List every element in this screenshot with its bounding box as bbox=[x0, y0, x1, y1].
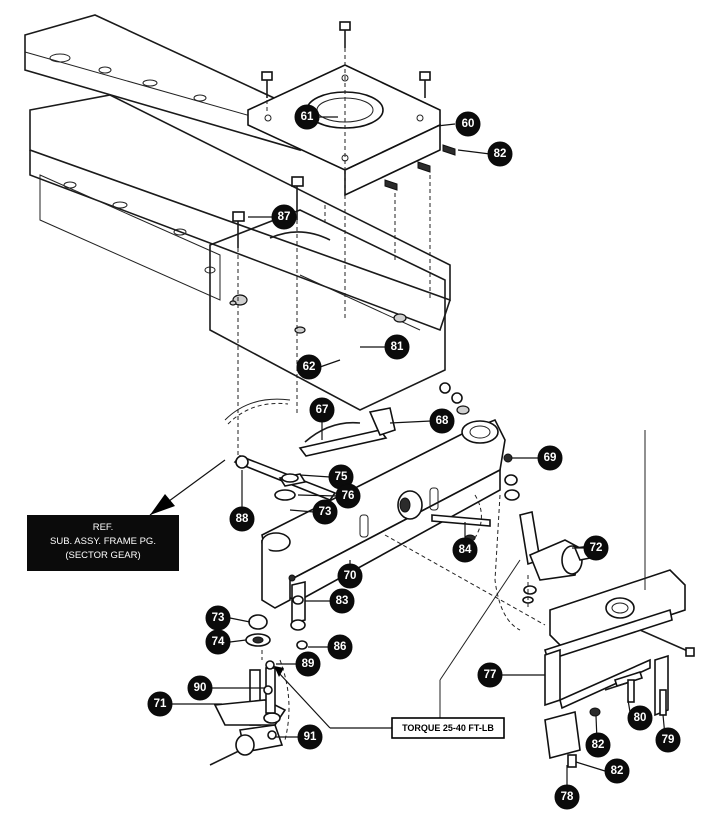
callout-78: 78 bbox=[554, 784, 580, 810]
svg-text:75: 75 bbox=[335, 471, 348, 483]
ref-note-box: REF. SUB. ASSY. FRAME PG. (SECTOR GEAR) bbox=[27, 515, 179, 571]
callout-72: 72 bbox=[583, 535, 609, 561]
callout-67: 67 bbox=[309, 397, 335, 423]
svg-text:79: 79 bbox=[662, 734, 675, 746]
svg-text:82: 82 bbox=[611, 765, 624, 777]
callout-83: 83 bbox=[329, 588, 355, 614]
callout-86: 86 bbox=[327, 634, 353, 660]
callout-69: 69 bbox=[537, 445, 563, 471]
svg-text:90: 90 bbox=[194, 682, 207, 694]
callout-87: 87 bbox=[271, 204, 297, 230]
svg-text:67: 67 bbox=[316, 404, 329, 416]
callout-68: 68 bbox=[429, 408, 455, 434]
callout-81: 81 bbox=[384, 334, 410, 360]
front-axle-beam bbox=[261, 418, 506, 609]
torque-note-box: TORQUE 25-40 FT-LB bbox=[391, 717, 505, 739]
callout-82-lower: 82 bbox=[585, 732, 611, 758]
svg-text:73: 73 bbox=[212, 612, 225, 624]
callout-73-lower: 73 bbox=[205, 605, 231, 631]
callout-84: 84 bbox=[452, 537, 478, 563]
callout-61: 61 bbox=[294, 104, 320, 130]
svg-text:91: 91 bbox=[304, 731, 317, 743]
right-bracket-assembly bbox=[544, 430, 695, 768]
svg-text:73: 73 bbox=[319, 506, 332, 518]
steering-links bbox=[233, 382, 546, 631]
callout-labels: 60 61 82 87 81 62 67 68 69 75 76 88 73 8… bbox=[147, 104, 681, 810]
svg-text:82: 82 bbox=[494, 148, 507, 160]
ref-note-line1: REF. bbox=[93, 522, 114, 533]
svg-text:81: 81 bbox=[391, 341, 404, 353]
callout-79: 79 bbox=[655, 727, 681, 753]
callout-82-bottom: 82 bbox=[604, 758, 630, 784]
callout-88: 88 bbox=[229, 506, 255, 532]
callout-73-upper: 73 bbox=[312, 499, 338, 525]
callout-80: 80 bbox=[627, 705, 653, 731]
torque-note-text: TORQUE 25-40 FT-LB bbox=[402, 723, 494, 733]
callout-90: 90 bbox=[187, 675, 213, 701]
callout-89: 89 bbox=[295, 651, 321, 677]
leader-lines bbox=[149, 116, 666, 785]
svg-text:78: 78 bbox=[561, 791, 574, 803]
svg-text:89: 89 bbox=[302, 658, 315, 670]
svg-text:86: 86 bbox=[334, 641, 347, 653]
svg-text:84: 84 bbox=[459, 544, 472, 556]
ref-note-line3: (SECTOR GEAR) bbox=[65, 550, 140, 561]
svg-text:69: 69 bbox=[544, 452, 557, 464]
svg-text:60: 60 bbox=[462, 118, 475, 130]
svg-text:77: 77 bbox=[484, 669, 497, 681]
svg-text:88: 88 bbox=[236, 513, 249, 525]
svg-text:68: 68 bbox=[436, 415, 449, 427]
callout-60: 60 bbox=[455, 111, 481, 137]
callout-71: 71 bbox=[147, 691, 173, 717]
svg-text:74: 74 bbox=[212, 636, 225, 648]
callout-70: 70 bbox=[337, 563, 363, 589]
svg-text:80: 80 bbox=[634, 712, 647, 724]
tie-rod-end bbox=[288, 574, 308, 650]
svg-text:61: 61 bbox=[301, 111, 314, 123]
svg-text:87: 87 bbox=[278, 211, 291, 223]
callout-91: 91 bbox=[297, 724, 323, 750]
callout-82: 82 bbox=[487, 141, 513, 167]
callout-75: 75 bbox=[328, 464, 354, 490]
svg-text:82: 82 bbox=[592, 739, 605, 751]
callout-77: 77 bbox=[477, 662, 503, 688]
frame-rail bbox=[24, 14, 451, 425]
svg-text:70: 70 bbox=[344, 570, 357, 582]
frame-bolts bbox=[232, 176, 326, 460]
top-mounting-plate bbox=[247, 21, 456, 320]
callout-62: 62 bbox=[296, 354, 322, 380]
svg-text:76: 76 bbox=[342, 490, 355, 502]
svg-text:71: 71 bbox=[154, 698, 167, 710]
svg-text:83: 83 bbox=[336, 595, 349, 607]
callout-74: 74 bbox=[205, 629, 231, 655]
ref-note-line2: SUB. ASSY. FRAME PG. bbox=[50, 536, 156, 547]
left-spindle bbox=[209, 614, 290, 766]
svg-text:72: 72 bbox=[590, 542, 603, 554]
svg-text:62: 62 bbox=[303, 361, 316, 373]
callout-76: 76 bbox=[335, 483, 361, 509]
